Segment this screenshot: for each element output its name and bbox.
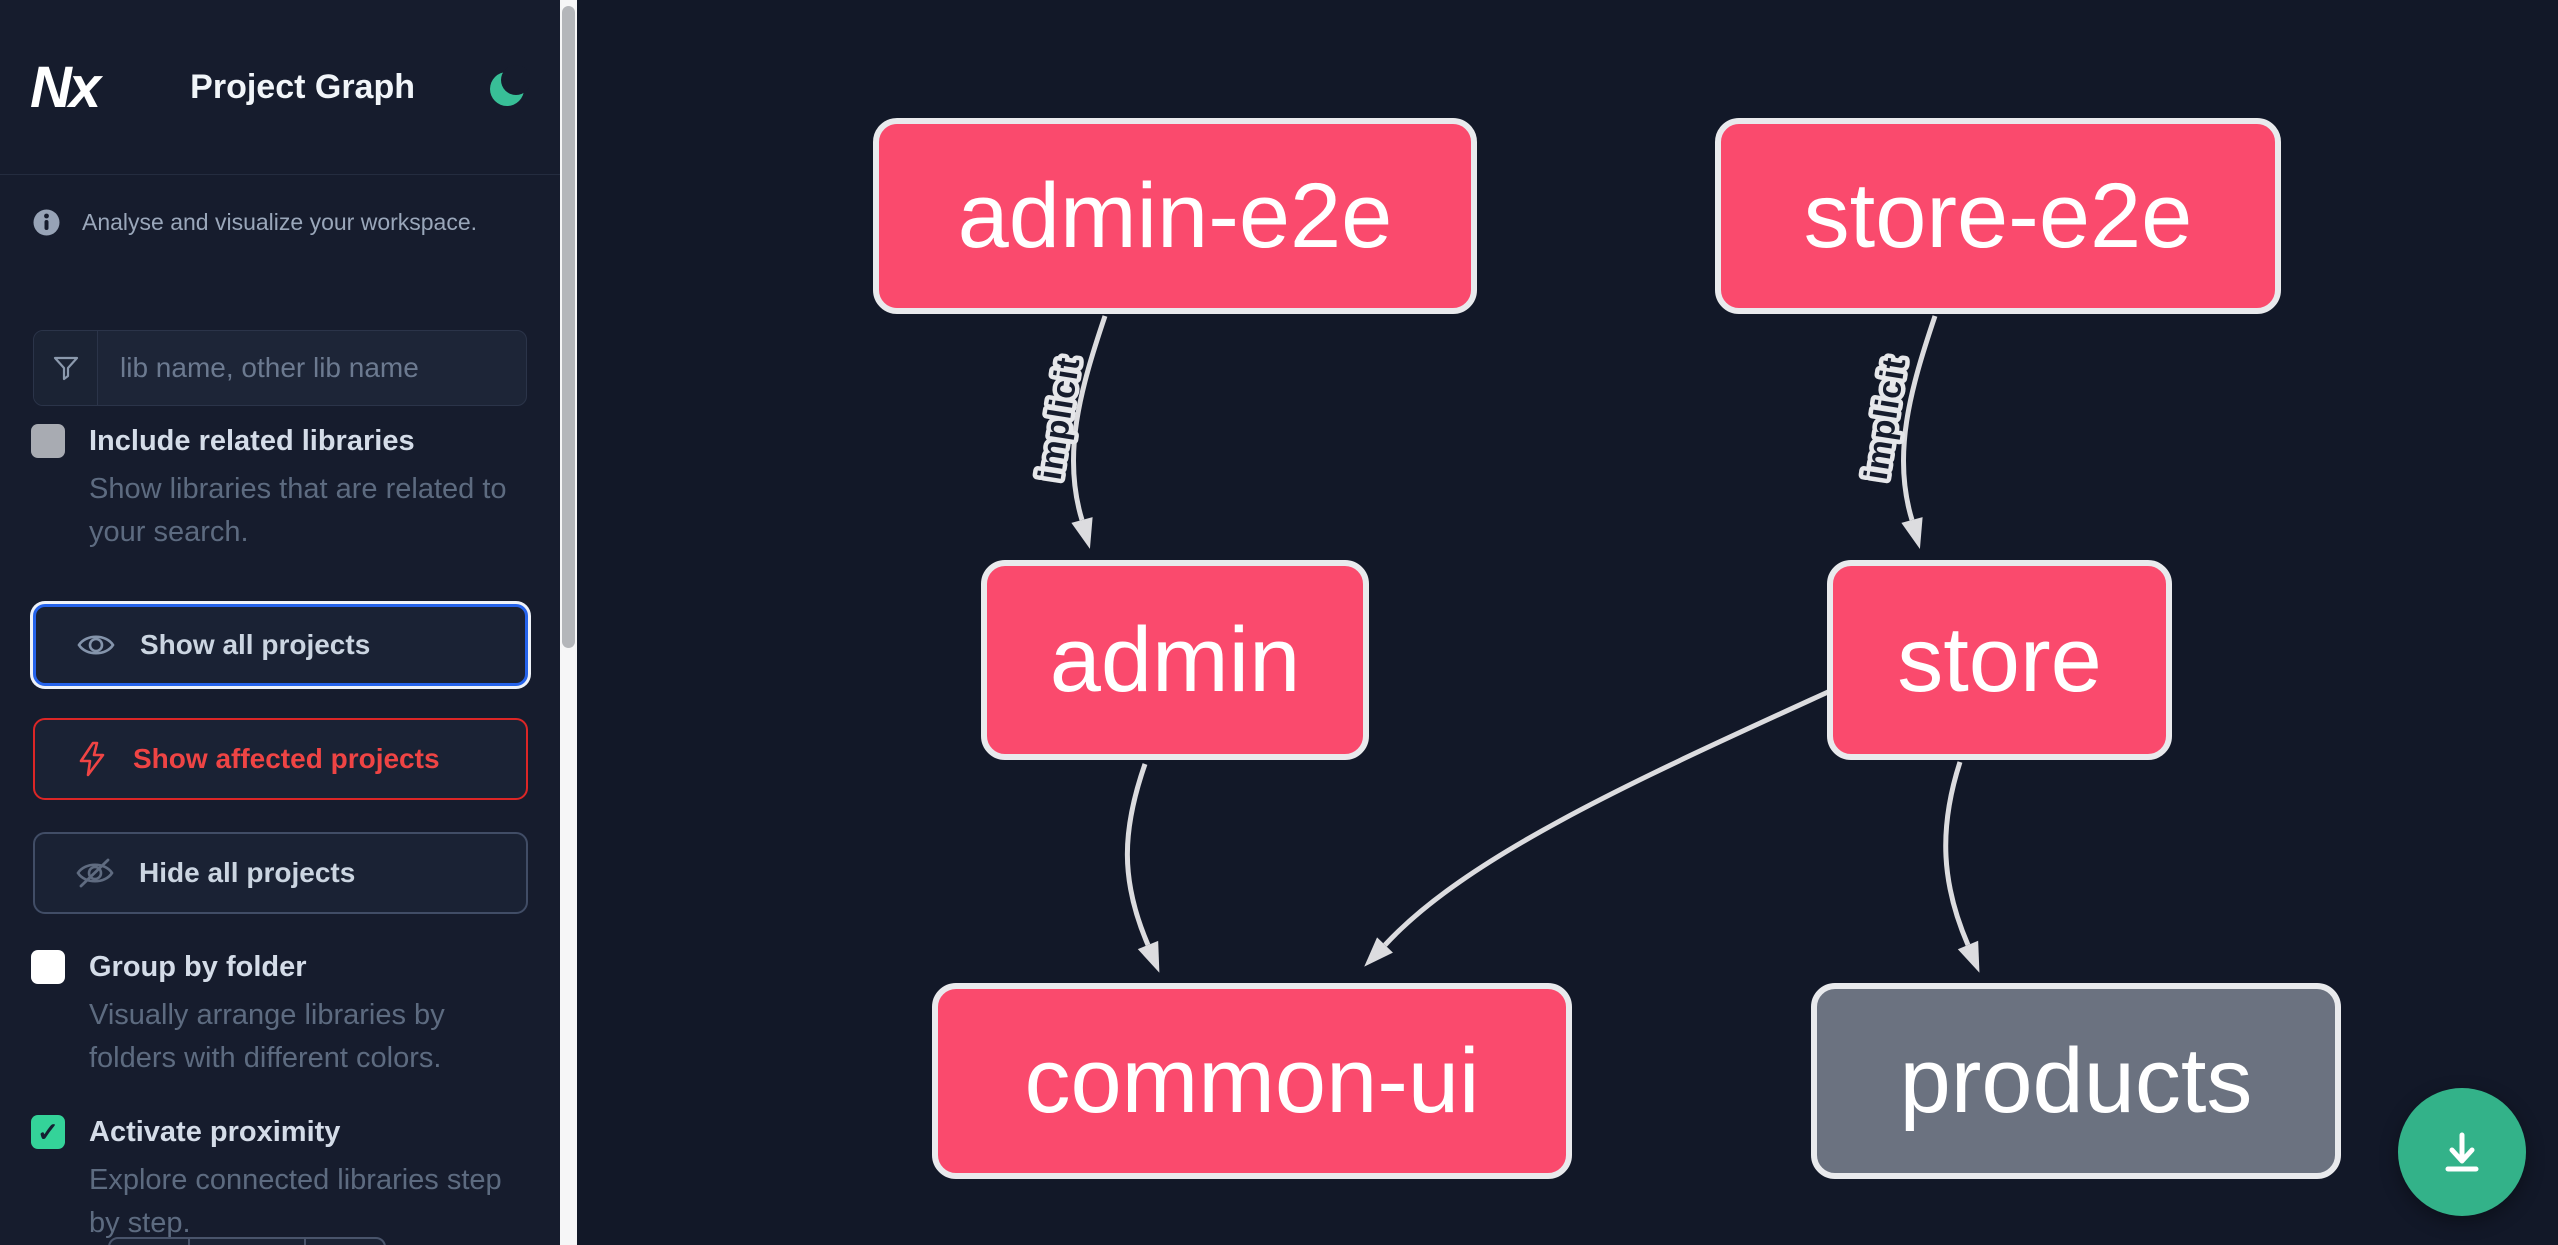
stepper-decrement[interactable]	[110, 1239, 190, 1245]
scrollbar-thumb[interactable]	[562, 6, 575, 648]
option-include-related: Include related libraries Show libraries…	[31, 424, 531, 554]
button-label: Hide all projects	[139, 857, 356, 888]
checkbox-group-by-folder[interactable]	[31, 950, 65, 984]
arrowhead-icon	[1901, 517, 1923, 549]
eye-off-icon	[76, 858, 114, 888]
option-label: Include related libraries	[89, 424, 415, 457]
checkbox-activate-proximity[interactable]: ✓	[31, 1115, 65, 1149]
graph-node-store-e2e[interactable]: store-e2e	[1715, 118, 2281, 314]
dark-mode-toggle[interactable]	[486, 65, 531, 109]
option-label: Activate proximity	[89, 1115, 341, 1148]
filter-search-box	[33, 330, 527, 406]
option-description: Explore connected libraries step by step…	[89, 1164, 502, 1239]
graph-node-admin[interactable]: admin	[981, 560, 1369, 760]
arrowhead-icon	[1137, 940, 1160, 973]
hide-all-projects-button[interactable]: Hide all projects	[33, 832, 528, 914]
nx-logo: Nx	[30, 54, 101, 120]
option-description: Visually arrange libraries by folders wi…	[89, 999, 445, 1074]
bolt-icon	[79, 741, 105, 777]
show-affected-projects-button[interactable]: Show affected projects	[33, 718, 528, 800]
edge-admin-e2e-to-admin	[1071, 315, 1108, 521]
graph-node-store[interactable]: store	[1827, 560, 2172, 760]
download-icon	[2445, 1132, 2479, 1172]
option-group-by-folder: Group by folder Visually arrange librari…	[31, 950, 531, 1080]
arrowhead-icon	[1364, 937, 1393, 967]
arrowhead-icon	[1071, 517, 1093, 549]
graph-node-products[interactable]: products	[1811, 983, 2341, 1179]
show-all-projects-button[interactable]: Show all projects	[33, 604, 528, 686]
edge-store-e2e-to-store	[1901, 315, 1938, 521]
download-graph-button[interactable]	[2398, 1088, 2526, 1216]
checkbox-include-related[interactable]	[31, 424, 65, 458]
edge-store-to-common-ui	[1383, 689, 1830, 947]
info-icon	[33, 209, 60, 236]
moon-icon	[490, 65, 531, 106]
button-label: Show all projects	[140, 629, 371, 660]
button-label: Show affected projects	[133, 743, 440, 774]
workspace-info-text: Analyse and visualize your workspace.	[82, 209, 478, 235]
edge-admin-to-common-ui	[1124, 763, 1151, 946]
option-activate-proximity: ✓ Activate proximity Explore connected l…	[31, 1115, 531, 1245]
graph-node-admin-e2e[interactable]: admin-e2e	[873, 118, 1477, 314]
sidebar-scrollbar[interactable]	[560, 0, 577, 1245]
sidebar-header: Nx Project Graph	[0, 0, 560, 175]
sidebar: Nx Project Graph Analyse and visualize y…	[0, 0, 560, 1245]
stepper-value	[190, 1239, 306, 1245]
filter-funnel-icon	[53, 356, 78, 381]
check-icon: ✓	[37, 1117, 59, 1147]
page-title: Project Graph	[190, 67, 415, 106]
option-label: Group by folder	[89, 950, 307, 983]
eye-icon	[77, 635, 115, 655]
option-description: Show libraries that are related to your …	[89, 473, 507, 548]
arrowhead-icon	[1957, 940, 1980, 973]
edge-store-to-products	[1943, 761, 1971, 946]
search-input[interactable]	[98, 331, 526, 405]
filter-icon-cell	[34, 331, 98, 405]
workspace-info: Analyse and visualize your workspace.	[33, 209, 530, 236]
graph-node-common-ui[interactable]: common-ui	[932, 983, 1572, 1179]
